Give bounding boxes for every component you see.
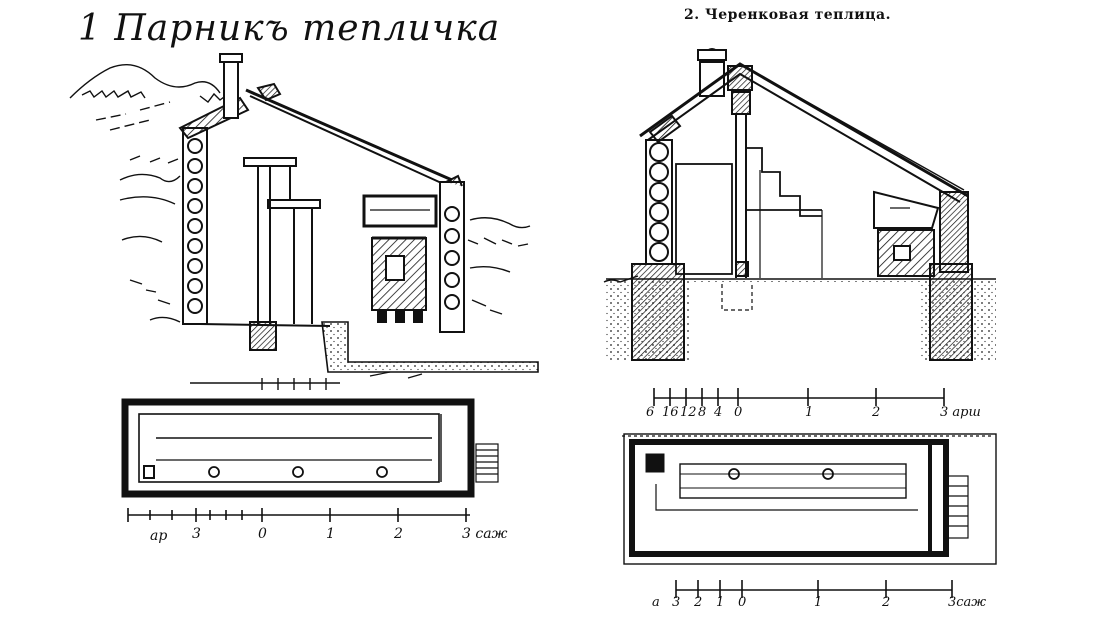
log-wall-left xyxy=(645,139,673,265)
scale1-tick-label: 1 xyxy=(326,526,335,542)
scale2a-tick-label: 16 xyxy=(662,405,679,420)
scale2b-tick-label: 1 xyxy=(716,595,724,610)
propagation-box xyxy=(873,190,969,277)
ground-drain xyxy=(199,321,539,379)
stepped-shelves xyxy=(675,147,823,278)
plan2-steps xyxy=(943,475,969,539)
figure1-title: 1 Парникъ тепличка xyxy=(78,8,501,49)
seedling-frame xyxy=(362,194,438,323)
scale2b-tick-label: 0 xyxy=(738,595,746,610)
scale2b-tick-label: 3саж xyxy=(948,595,986,610)
figure1-section xyxy=(69,53,539,379)
chimney xyxy=(219,53,243,119)
scale2a-tick-label: 1 xyxy=(805,405,813,420)
figure1-scale-bar xyxy=(127,508,470,522)
scale2b-tick-label: 1 xyxy=(814,595,822,610)
scale2b-tick-label: 2 xyxy=(881,595,890,610)
scale2a-tick-label: 0 xyxy=(734,405,742,420)
chimney-top xyxy=(697,48,727,97)
scale2a-tick-label: 8 xyxy=(698,405,706,420)
figure2-plan-scale xyxy=(675,580,953,598)
scale2b-tick-label: а xyxy=(652,595,660,610)
scale2a-tick-label: 12 xyxy=(680,405,697,420)
plan1-steps xyxy=(475,443,499,483)
figure2-plan xyxy=(622,433,997,565)
roof-2 xyxy=(639,62,969,203)
figure2-section-scale xyxy=(653,388,945,406)
scale2a-tick-label: 3 арш xyxy=(940,405,981,420)
figure2-section xyxy=(603,48,996,362)
scale2b-tick-label: 2 xyxy=(693,595,702,610)
scale1-tick-label: 0 xyxy=(258,526,267,542)
figure2-plan-scale-labels: а 3 2 1 0 1 2 3саж xyxy=(652,595,986,610)
ground-earth xyxy=(603,263,996,362)
figure1-plan xyxy=(121,378,499,498)
scale1-tick-label: 3 xyxy=(192,526,201,542)
earth-hillside xyxy=(69,64,531,323)
scale2a-tick-label: 6 xyxy=(646,405,654,420)
left-log-wall xyxy=(178,96,250,325)
figure2-title: 2. Черенковая теплица. xyxy=(684,7,891,23)
right-wall xyxy=(439,174,465,333)
figure1-scale-labels: ар 3 0 1 2 3 саж xyxy=(150,526,508,544)
scale1-tick-label: 2 xyxy=(393,526,403,542)
roof xyxy=(245,82,453,187)
scale2b-tick-label: 3 xyxy=(672,595,680,610)
stove-flue xyxy=(243,157,321,351)
scale1-tick-label: ар xyxy=(150,528,167,544)
scale2a-tick-label: 2 xyxy=(871,405,880,420)
figure2-section-scale-labels: 6 16 12 8 4 0 1 2 3 арш xyxy=(646,405,981,420)
scale1-tick-label: 3 саж xyxy=(462,526,508,542)
flue-column xyxy=(731,91,751,278)
scale2a-tick-label: 4 xyxy=(713,405,722,420)
